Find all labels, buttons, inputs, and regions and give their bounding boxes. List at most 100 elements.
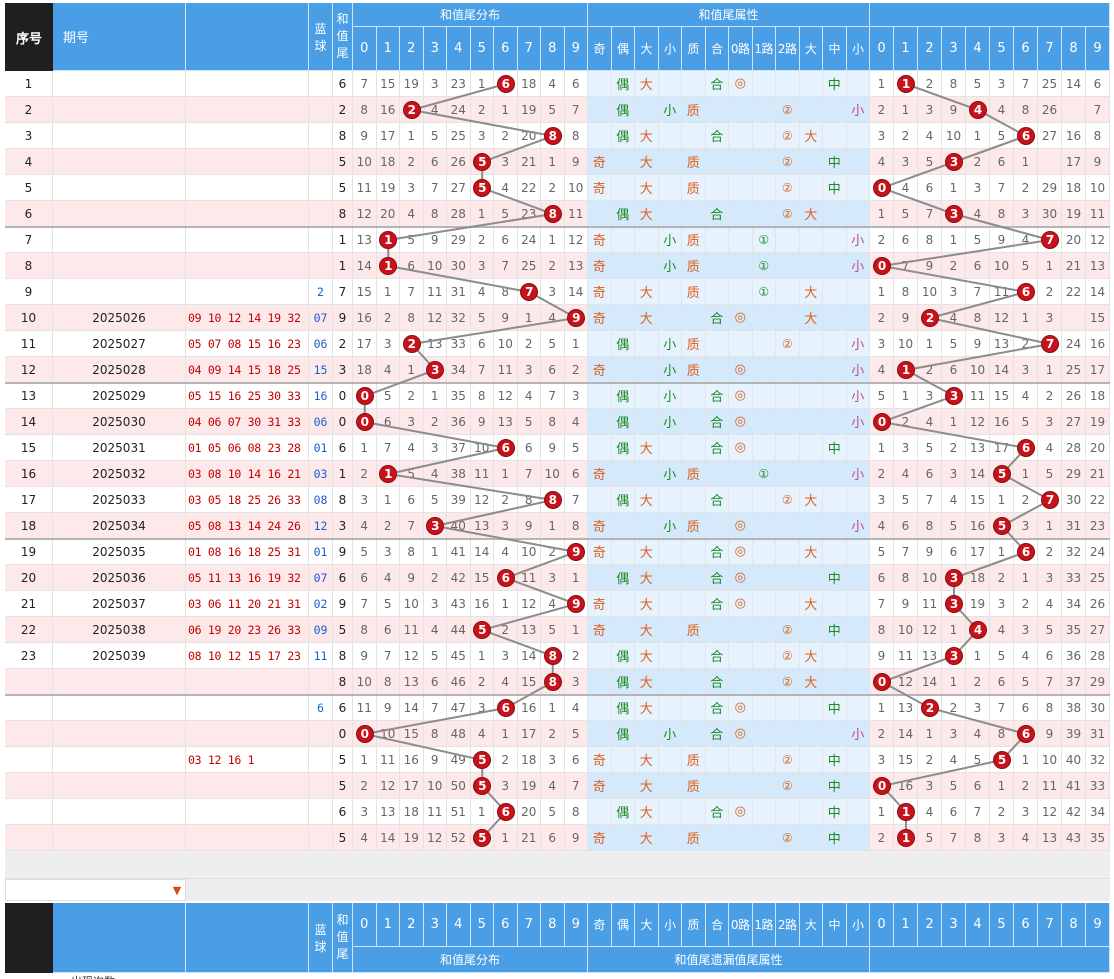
row-seq: 21: [5, 591, 53, 617]
row-dist2-cell: 29: [1086, 669, 1110, 695]
row-dist-cell: 16: [376, 97, 400, 123]
row-dist-cell: 4: [541, 773, 565, 799]
row-dist-cell: 5: [353, 539, 377, 565]
footer-digit-right: 4: [966, 903, 990, 947]
row-dist2-cell: 36: [1062, 643, 1086, 669]
row-attr-cell: [705, 513, 729, 539]
row-dist-cell: 4: [541, 591, 565, 617]
row-red-balls: [186, 175, 309, 201]
sum-tail-ball: 9: [567, 543, 586, 561]
row-attr-cell: [799, 695, 823, 721]
row-dist-cell: 16: [400, 747, 424, 773]
row-attr-cell: 奇: [588, 773, 612, 799]
header-attr: 中: [823, 27, 847, 71]
row-dist2-cell: 20: [1086, 435, 1110, 461]
row-attr-cell: [846, 565, 870, 591]
row-sum-tail: 8: [333, 669, 353, 695]
row-dist2-cell: 6: [1038, 643, 1062, 669]
row-attr-cell: [588, 435, 612, 461]
header-digit-right: 4: [966, 27, 990, 71]
row-blue-ball: [309, 669, 333, 695]
sum-tail-ball: 6: [496, 75, 515, 93]
row-attr-cell: [846, 149, 870, 175]
row-dist-cell: 3: [470, 253, 494, 279]
row-attr-cell: [705, 149, 729, 175]
row-dist2-cell: 10: [966, 357, 990, 383]
row-dist2-cell: [1062, 305, 1086, 331]
row-attr-cell: [729, 617, 753, 643]
row-dist2-cell: 2: [918, 71, 942, 97]
row-attr-cell: [846, 71, 870, 97]
row-dist2-cell: 42: [1062, 799, 1086, 825]
row-dist-cell: 4: [494, 539, 518, 565]
row-dist-cell: 12: [517, 591, 541, 617]
row-attr-cell: [846, 799, 870, 825]
row-attr-cell: [846, 305, 870, 331]
omission-ball: 7: [1041, 335, 1059, 353]
row-dist2-cell: 14: [966, 461, 990, 487]
row-dist2-cell: 5: [894, 487, 918, 513]
row-dist2-cell: 1: [894, 97, 918, 123]
row-attr-cell: 中: [823, 71, 847, 97]
row-dist-cell: 43: [447, 591, 471, 617]
row-dist2-cell: 2: [870, 461, 894, 487]
footer-select-arrow-icon[interactable]: ▼: [172, 883, 182, 897]
row-attr-cell: [752, 123, 776, 149]
row-attr-cell: [752, 825, 776, 851]
row-dist2-cell: 6: [942, 799, 966, 825]
row-attr-cell: ◎: [729, 513, 753, 539]
row-dist-cell: 16: [470, 591, 494, 617]
row-attr-cell: 小: [846, 357, 870, 383]
row-attr-cell: 大: [635, 539, 659, 565]
row-blue-ball: [309, 747, 333, 773]
row-attr-cell: 大: [799, 669, 823, 695]
omission-ball: 1: [897, 803, 915, 821]
group-separator: [5, 226, 1110, 228]
header-attr: 2路: [776, 27, 800, 71]
row-period: [53, 253, 186, 279]
row-attr-cell: [799, 227, 823, 253]
row-dist2-cell: 2: [870, 721, 894, 747]
group-separator: [5, 382, 1110, 384]
row-red-balls: 03 06 11 20 21 31: [186, 591, 309, 617]
row-attr-cell: 小: [658, 357, 682, 383]
row-dist-cell: 7: [541, 383, 565, 409]
row-dist-cell: 9: [353, 643, 377, 669]
footer-digit-right: 1: [894, 903, 918, 947]
row-attr-cell: [682, 799, 706, 825]
row-blue-ball: 15: [309, 357, 333, 383]
row-attr-cell: [752, 721, 776, 747]
row-attr-cell: [682, 383, 706, 409]
row-dist-cell: 2: [541, 539, 565, 565]
row-dist-cell: 9: [400, 565, 424, 591]
row-dist2-cell: 13: [918, 643, 942, 669]
row-seq: [5, 799, 53, 825]
row-dist-cell: 4: [423, 461, 447, 487]
sum-tail-ball: 5: [473, 829, 492, 847]
row-attr-cell: 偶: [611, 669, 635, 695]
omission-ball: 3: [945, 153, 963, 171]
header-digit-right: 5: [990, 27, 1014, 71]
row-attr-cell: [776, 71, 800, 97]
row-dist2-cell: 6: [918, 461, 942, 487]
row-period: 2025030: [53, 409, 186, 435]
row-attr-cell: [752, 435, 776, 461]
sum-tail-ball: 8: [543, 127, 562, 145]
sum-tail-ball: 0: [355, 387, 374, 405]
row-attr-cell: ◎: [729, 435, 753, 461]
row-attr-cell: [823, 591, 847, 617]
row-dist2-cell: 4: [1014, 383, 1038, 409]
row-dist2-cell: 17: [1062, 149, 1086, 175]
row-dist-cell: 6: [423, 669, 447, 695]
sum-tail-ball: 5: [473, 621, 492, 639]
row-blue-ball: [309, 123, 333, 149]
row-dist-cell: 6: [564, 747, 588, 773]
row-dist2-cell: 5: [1014, 253, 1038, 279]
row-dist-cell: 1: [470, 201, 494, 227]
row-attr-cell: 偶: [611, 331, 635, 357]
row-sum-tail: 8: [333, 487, 353, 513]
row-attr-cell: 大: [799, 279, 823, 305]
row-sum-tail: 5: [333, 149, 353, 175]
row-period: [53, 695, 186, 721]
